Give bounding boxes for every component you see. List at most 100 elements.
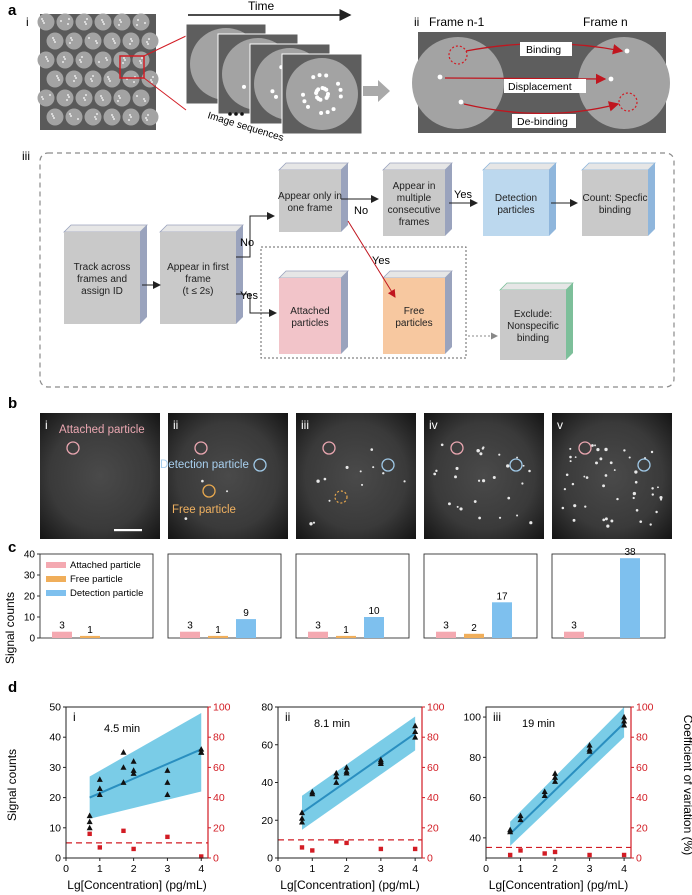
y-tick-label: 40 bbox=[261, 777, 273, 789]
well-particle bbox=[67, 23, 69, 25]
flow-box-text: particles bbox=[291, 318, 328, 329]
sequence-particle bbox=[325, 110, 330, 115]
flow-box-text: binding bbox=[517, 333, 549, 344]
well-particle bbox=[94, 116, 96, 118]
fluorescent-spot bbox=[481, 447, 485, 450]
well-particle bbox=[85, 23, 87, 25]
wafer-well bbox=[94, 89, 112, 107]
wafer-well bbox=[56, 51, 74, 69]
sequence-particle bbox=[315, 95, 320, 100]
bar-data-label: 3 bbox=[315, 621, 321, 632]
legend-label: Detection particle bbox=[70, 588, 143, 599]
x-tick-label: 1 bbox=[518, 863, 524, 875]
signal-point bbox=[517, 812, 524, 819]
right-y-tick-label: 60 bbox=[427, 762, 439, 774]
fluorescent-spot bbox=[521, 482, 524, 485]
fluorescent-spot bbox=[476, 448, 480, 453]
flow-box-text: frames bbox=[399, 217, 430, 228]
wafer-well bbox=[75, 13, 93, 31]
bar-free-particle bbox=[208, 635, 228, 638]
flow-box-side bbox=[445, 271, 452, 354]
flow-box-text: binding bbox=[599, 205, 631, 216]
fluorescent-spot bbox=[616, 497, 619, 501]
well-particle bbox=[141, 57, 143, 59]
signal-point bbox=[412, 722, 419, 729]
signal-point bbox=[120, 749, 127, 755]
bar-detection-particle bbox=[236, 619, 256, 638]
cv-point bbox=[131, 846, 136, 852]
right-y-tick-label: 100 bbox=[213, 702, 231, 714]
fluorescent-spot bbox=[606, 524, 610, 528]
fluorescent-spot bbox=[435, 469, 438, 473]
well-particle bbox=[145, 117, 147, 119]
bar-data-label: 1 bbox=[215, 625, 221, 636]
fluorescent-spot bbox=[328, 499, 331, 502]
micrograph-4 bbox=[424, 413, 544, 539]
fluorescent-spot bbox=[623, 449, 626, 452]
well-particle bbox=[85, 94, 87, 96]
time-annotation: 4.5 min bbox=[104, 723, 140, 735]
time-label: Time bbox=[248, 0, 275, 13]
well-particle bbox=[49, 94, 51, 96]
fluorescent-spot bbox=[613, 469, 616, 471]
flow-box-text: assign ID bbox=[81, 286, 123, 297]
fluorescent-spot bbox=[651, 493, 654, 496]
signal-point bbox=[541, 788, 548, 794]
fluorescent-spot bbox=[609, 461, 613, 465]
flow-box-text: frames and bbox=[77, 274, 127, 285]
right-y-tick-label: 0 bbox=[427, 853, 433, 865]
right-y-tick-label: 80 bbox=[427, 732, 439, 744]
well-particle bbox=[139, 60, 141, 62]
connector-one-yes bbox=[347, 220, 396, 298]
well-particle bbox=[111, 114, 113, 116]
wafer-well bbox=[84, 32, 102, 50]
fluorescent-spot bbox=[602, 518, 606, 522]
signal-point bbox=[333, 779, 340, 785]
detection-particle-label: Detection particle bbox=[160, 459, 249, 471]
fluorescent-spot bbox=[572, 518, 576, 522]
cv-point bbox=[121, 828, 126, 834]
signal-point bbox=[299, 815, 305, 821]
fluorescent-spot bbox=[226, 490, 229, 493]
x-tick-label: 4 bbox=[198, 863, 204, 875]
well-particle bbox=[122, 62, 124, 64]
fluorescent-spot bbox=[433, 472, 437, 476]
y-tick-label: 20 bbox=[261, 815, 273, 827]
fluorescent-spot bbox=[456, 505, 459, 508]
y-tick-label: 0 bbox=[29, 634, 35, 645]
well-particle bbox=[106, 59, 108, 61]
cv-point bbox=[587, 852, 592, 858]
y-tick-label: 40 bbox=[469, 832, 481, 844]
binding-empty-marker bbox=[448, 45, 468, 65]
wafer-well bbox=[94, 51, 112, 69]
wafer-well bbox=[37, 89, 55, 107]
signal-point bbox=[96, 776, 103, 782]
y-tick-label: 40 bbox=[49, 732, 61, 744]
flow-box-text: Track across bbox=[74, 262, 131, 273]
bar-plot-frame bbox=[423, 553, 538, 639]
cv-point bbox=[412, 846, 418, 852]
connector-first-no bbox=[236, 212, 275, 258]
cv-point bbox=[310, 848, 315, 853]
well-particle bbox=[102, 21, 104, 23]
fluorescent-spot bbox=[599, 457, 603, 461]
attached-particle-marker bbox=[578, 441, 592, 455]
wafer-well bbox=[141, 32, 159, 50]
panel-a-i-label: i bbox=[26, 15, 29, 29]
sequence-particle bbox=[324, 87, 329, 92]
wafer-well bbox=[103, 32, 121, 50]
cv-point bbox=[542, 851, 547, 856]
x-tick-label: 3 bbox=[378, 863, 384, 875]
fluorescent-spot bbox=[596, 448, 600, 452]
well-particle bbox=[124, 59, 126, 61]
wafer-well bbox=[65, 108, 83, 126]
panel-d-ylabel-right: Coefficient of variation (%) bbox=[681, 715, 692, 856]
fluorescent-spot bbox=[604, 474, 608, 477]
micrograph-1 bbox=[40, 413, 160, 539]
sequence-particle bbox=[301, 92, 306, 97]
flow-box-side bbox=[140, 225, 147, 324]
fluorescent-spot bbox=[585, 476, 589, 479]
micrograph-roman-label: i bbox=[45, 418, 48, 432]
debinding-arrow bbox=[463, 101, 620, 115]
fluorescent-spot bbox=[650, 450, 654, 454]
